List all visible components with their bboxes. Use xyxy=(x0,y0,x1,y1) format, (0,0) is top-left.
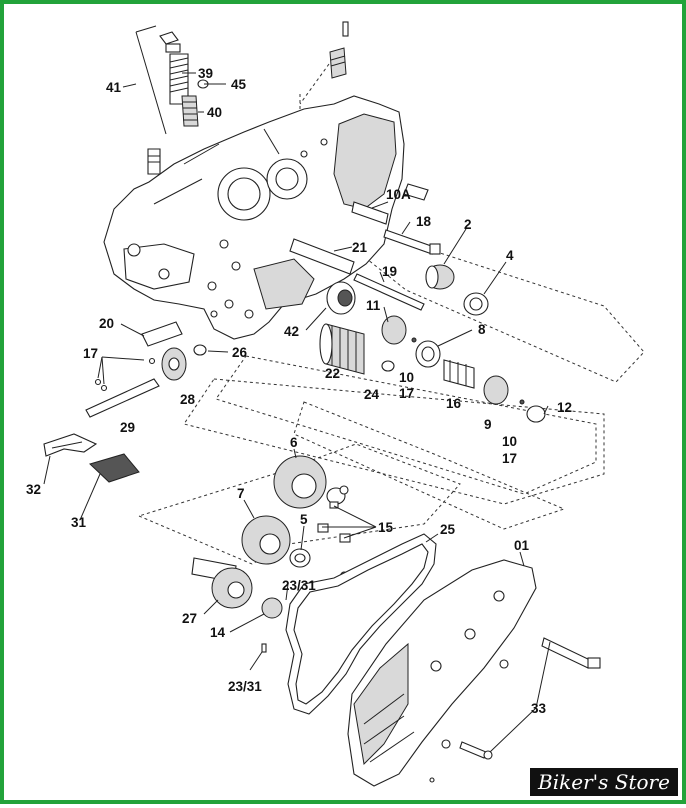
label-32: 32 xyxy=(26,482,41,497)
bracket-and-screen xyxy=(43,433,140,483)
label-18: 18 xyxy=(416,214,432,229)
label-17-right: 17 xyxy=(502,451,517,466)
label-10-right: 10 xyxy=(502,434,517,449)
label-2: 2 xyxy=(464,217,472,232)
label-22: 22 xyxy=(325,366,340,381)
exploded-parts-diagram: 41 39 45 40 10A 18 2 4 21 19 11 8 20 42 … xyxy=(26,21,645,787)
relief-valve-assembly xyxy=(135,25,209,175)
label-23-31-upper: 23/31 xyxy=(282,578,316,593)
label-10a-shaft: 10A xyxy=(386,187,411,202)
crankcase-half xyxy=(103,95,405,340)
label-9: 9 xyxy=(484,417,492,432)
label-17-mid: 17 xyxy=(399,386,414,401)
store-watermark: Biker's Store xyxy=(530,768,678,796)
label-6: 6 xyxy=(290,435,298,450)
label-15: 15 xyxy=(378,520,394,535)
label-01: 01 xyxy=(514,538,530,553)
cam-cover xyxy=(347,559,537,787)
pinion-shaft-assembly xyxy=(319,281,546,423)
label-5: 5 xyxy=(300,512,308,527)
label-40: 40 xyxy=(207,105,222,120)
label-24: 24 xyxy=(364,387,380,402)
label-19: 19 xyxy=(382,264,397,279)
label-20: 20 xyxy=(99,316,114,331)
label-21: 21 xyxy=(352,240,368,255)
label-29: 29 xyxy=(120,420,135,435)
label-8: 8 xyxy=(478,322,486,337)
label-42: 42 xyxy=(284,324,299,339)
label-4: 4 xyxy=(506,248,514,263)
label-23-31-lower: 23/31 xyxy=(228,679,262,694)
callout-labels: 41 39 45 40 10A 18 2 4 21 19 11 8 20 42 … xyxy=(26,66,572,716)
label-10-mid: 10 xyxy=(399,370,414,385)
label-27: 27 xyxy=(182,611,197,626)
label-12: 12 xyxy=(557,400,572,415)
label-39: 39 xyxy=(198,66,213,81)
label-17-left: 17 xyxy=(83,346,98,361)
label-25: 25 xyxy=(440,522,456,537)
lower-left-parts xyxy=(85,321,207,418)
label-14: 14 xyxy=(210,625,226,640)
shafts xyxy=(289,183,441,311)
label-7: 7 xyxy=(237,486,245,501)
bearings-2-4 xyxy=(425,264,489,316)
breather-pin-and-sleeve xyxy=(329,21,349,79)
cover-bolts xyxy=(459,637,601,760)
label-33: 33 xyxy=(531,701,547,716)
label-31: 31 xyxy=(71,515,87,530)
label-45: 45 xyxy=(231,77,247,92)
cam-cover-gasket xyxy=(285,533,437,715)
label-28: 28 xyxy=(180,392,196,407)
label-16: 16 xyxy=(446,396,462,411)
label-11: 11 xyxy=(366,298,381,313)
label-41: 41 xyxy=(106,80,122,95)
label-26: 26 xyxy=(232,345,248,360)
leader-lines xyxy=(43,72,551,753)
